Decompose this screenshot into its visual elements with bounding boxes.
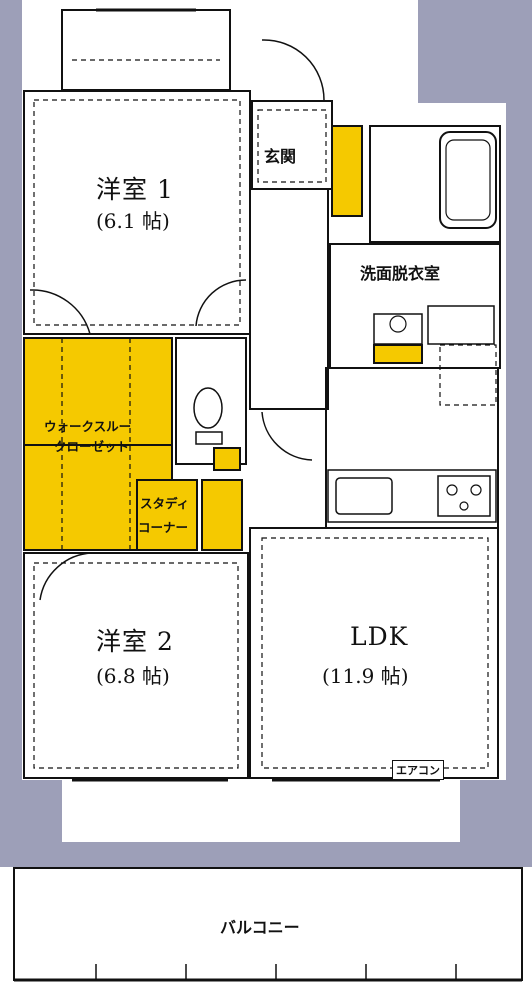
burner	[459, 501, 469, 511]
ldk-dashed	[261, 537, 489, 769]
study-corner	[136, 479, 198, 551]
ldk-name: LDK	[350, 622, 409, 651]
door-hall	[261, 411, 313, 461]
ldk-outline	[249, 527, 499, 779]
door-room-2	[39, 552, 93, 601]
balcony-label: バルコニー	[220, 918, 300, 937]
western-room-2-outline	[23, 552, 249, 779]
western-room-1-size: (6.1 帖)	[96, 209, 170, 233]
washer-pan	[427, 305, 495, 345]
hallway-outline	[249, 188, 329, 410]
western-room-2-name: 洋室 2	[96, 627, 174, 656]
closet-label-line1: ウォークスルー	[44, 419, 132, 434]
entrance-label: 玄関	[264, 147, 297, 166]
room-1-dashed	[33, 99, 241, 326]
room-2-dashed	[33, 562, 239, 769]
ldk-size: (11.9 帖)	[322, 664, 409, 688]
bathtub-inner	[445, 139, 491, 221]
kitchen-counter-dashed	[439, 344, 497, 406]
sink-bowl	[389, 315, 407, 333]
stove	[437, 475, 491, 517]
toilet-outline	[175, 337, 247, 465]
air-conditioner-label: エアコン	[392, 760, 444, 780]
top-service-area	[61, 9, 231, 91]
toilet-tank	[195, 431, 223, 445]
burner	[470, 484, 482, 496]
entrance-shoe-closet	[331, 125, 363, 217]
toilet-storage	[213, 447, 241, 471]
bathroom-outline	[369, 125, 501, 243]
study-shelf	[201, 479, 243, 551]
closet-label-line2: クローゼット	[54, 439, 130, 454]
toilet-bowl	[193, 387, 223, 429]
bottom-right-notch	[460, 780, 532, 867]
bottom-left-notch	[0, 780, 62, 867]
study-corner-line1: スタディ	[140, 496, 190, 511]
kitchen-sink	[335, 477, 393, 515]
study-corner-line2: コーナー	[138, 520, 189, 535]
western-room-2-size: (6.8 帖)	[96, 664, 170, 688]
western-room-1-name: 洋室 1	[96, 175, 174, 204]
bathtub	[439, 131, 497, 229]
washroom-storage	[373, 344, 423, 364]
washroom-label: 洗面脱衣室	[360, 264, 441, 283]
door-room-1-b	[195, 279, 247, 327]
door-entrance	[261, 39, 325, 101]
door-room-1-a	[29, 289, 91, 335]
shaft-notch	[418, 0, 532, 103]
entrance-dashed	[257, 109, 327, 183]
balcony-area	[13, 867, 523, 981]
vanity-sink	[373, 313, 423, 345]
burner	[446, 484, 458, 496]
